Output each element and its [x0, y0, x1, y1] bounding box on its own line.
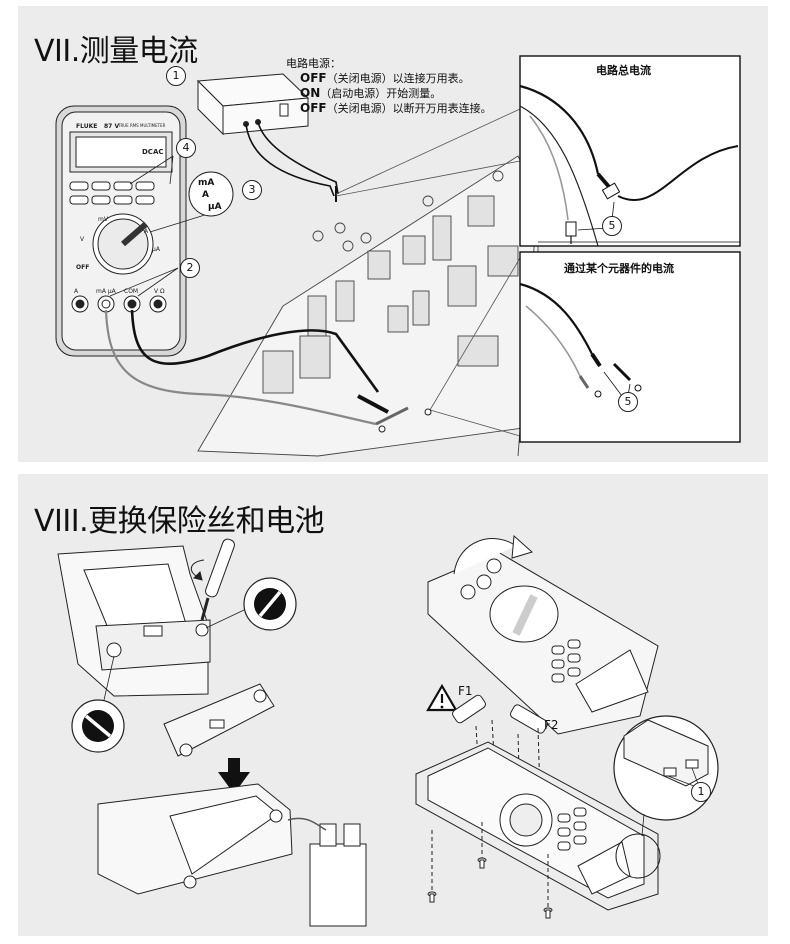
screw-magnifier-left: [71, 655, 125, 753]
fuse-label-f2: F2: [544, 718, 559, 732]
screw-magnifier-right: [205, 577, 297, 631]
inset-total-current: [519, 55, 741, 247]
section-title: VII.测量电流: [34, 34, 198, 69]
jack-label-ma: mA μA: [96, 288, 116, 295]
range-label-ma: mA: [198, 178, 215, 188]
callout-1-fuse-slot: 1: [691, 782, 711, 802]
current-measurement-illustration: [55, 55, 741, 457]
section-measure-current: VII.测量电流: [18, 6, 768, 462]
callout-3: 3: [242, 180, 262, 200]
warning-icon: [426, 683, 458, 712]
callout-5-total: 5: [602, 216, 622, 236]
multimeter: [55, 105, 187, 357]
note-2: ON（启动电源）开始测量。: [300, 86, 442, 100]
callout-5-component: 5: [618, 392, 638, 412]
dial-label-off: OFF: [76, 264, 90, 271]
screws: [427, 822, 553, 919]
callout-2: 2: [180, 258, 200, 278]
meter-back-left: [57, 545, 211, 697]
fuse-label-f1: F1: [458, 684, 473, 698]
inset-component-title: 通过某个元器件的电流: [564, 262, 674, 275]
battery-9v: [287, 817, 367, 927]
section-replace-fuse-battery: VIII.更换保险丝和电池: [18, 474, 768, 936]
fuse-battery-illustration: [57, 534, 719, 927]
dial-label-mv: mV: [98, 216, 108, 223]
dial-label-a: A: [144, 228, 149, 235]
meter-model-desc: TRUE RMS MULTIMETER: [118, 123, 166, 128]
battery-door: [163, 683, 275, 757]
dial-label-v: V: [80, 236, 85, 243]
black-test-lead: [130, 309, 380, 393]
notes-heading: 电路电源：: [286, 57, 341, 70]
power-supply-box: [196, 73, 310, 136]
battery-compartment: [97, 783, 293, 895]
note-1: OFF（关闭电源）以连接万用表。: [300, 71, 470, 85]
note-3: OFF（关闭电源）以断开万用表连接。: [300, 101, 492, 115]
dial-label-ua: μA: [152, 246, 160, 253]
jack-label-com: COM: [124, 288, 139, 295]
inset-component-current: [519, 251, 741, 443]
callout-1: 1: [166, 66, 186, 86]
range-magnifier: [188, 171, 234, 217]
range-label-ua: μA: [208, 202, 222, 212]
meter-brand: FLUKE: [76, 123, 98, 130]
meter-model: 87 V: [104, 123, 120, 130]
callout-4: 4: [176, 138, 196, 158]
power-notes: 电路电源： OFF（关闭电源）以连接万用表。 ON（启动电源）开始测量。 OFF…: [286, 56, 492, 116]
jack-label-a: A: [74, 288, 79, 295]
meter-front-cover: [427, 551, 659, 735]
circuit-board: [197, 155, 539, 457]
inset-total-title: 电路总电流: [596, 64, 651, 77]
screwdriver: [190, 538, 235, 621]
section-title: VIII.更换保险丝和电池: [34, 504, 325, 539]
meter-mode: DCAC: [142, 148, 164, 156]
red-test-lead: [104, 309, 377, 426]
jack-label-v: V Ω: [154, 288, 165, 295]
meter-base: [415, 741, 659, 911]
range-label-a: A: [202, 190, 209, 200]
